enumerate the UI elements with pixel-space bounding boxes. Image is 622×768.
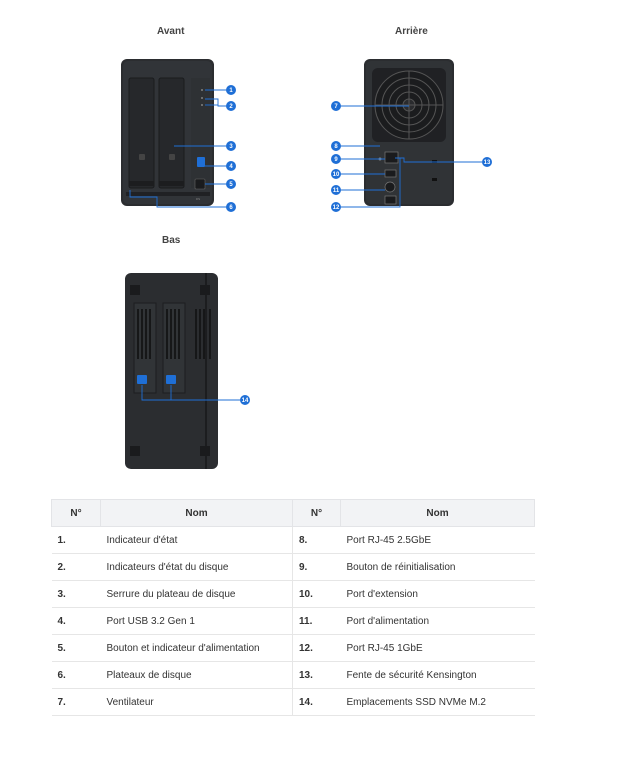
callout-11: 11 (331, 185, 341, 195)
item-name: Plateaux de disque (100, 661, 293, 689)
item-name: Bouton de réinitialisation (340, 553, 535, 581)
item-number: 3. (51, 580, 101, 608)
svg-text:1: 1 (229, 88, 233, 94)
svg-text:7: 7 (334, 104, 338, 110)
item-number: 1. (51, 526, 101, 554)
kensington-slot-icon (432, 160, 437, 163)
item-number: 14. (292, 688, 341, 716)
item-name: Port d'extension (340, 580, 535, 608)
svg-text:3: 3 (229, 144, 233, 150)
item-number: 2. (51, 553, 101, 581)
svg-text:10: 10 (333, 172, 340, 178)
front-view-diagram: DS 1 2 3 4 5 6 (121, 59, 236, 212)
svg-text:13: 13 (484, 160, 491, 166)
item-name: Indicateurs d'état du disque (100, 553, 293, 581)
fan-icon (372, 68, 446, 142)
usb-port-icon (197, 157, 205, 167)
svg-text:5: 5 (229, 182, 233, 188)
item-number: 9. (292, 553, 341, 581)
item-number: 5. (51, 634, 101, 662)
rj45-25g-port-icon (384, 151, 399, 164)
callout-4: 4 (226, 161, 236, 171)
drive-tray-2 (158, 77, 185, 189)
callout-7: 7 (331, 101, 341, 111)
callout-13: 13 (482, 157, 492, 167)
bottom-view-title: Bas (162, 235, 181, 246)
item-number: 11. (292, 607, 341, 635)
item-name: Port d'alimentation (340, 607, 535, 635)
callout-6: 6 (226, 202, 236, 212)
item-name: Port RJ-45 2.5GbE (340, 526, 535, 554)
svg-text:14: 14 (242, 398, 249, 404)
item-name: Port USB 3.2 Gen 1 (100, 607, 293, 635)
svg-text:4: 4 (229, 164, 233, 170)
item-number: 7. (51, 688, 101, 716)
rear-view-title: Arrière (395, 26, 428, 37)
header-name-1: Nom (100, 499, 293, 527)
svg-text:8: 8 (334, 144, 338, 150)
power-button-icon (194, 178, 206, 190)
tray-lock-1 (139, 154, 145, 160)
callout-3: 3 (226, 141, 236, 151)
svg-text:DS: DS (196, 197, 200, 201)
callout-1: 1 (226, 85, 236, 95)
callout-12: 12 (331, 202, 341, 212)
nvme-slot-latch-1 (137, 375, 147, 384)
callout-9: 9 (331, 154, 341, 164)
tray-lock-2 (169, 154, 175, 160)
item-number: 12. (292, 634, 341, 662)
svg-text:11: 11 (333, 188, 340, 194)
item-name: Bouton et indicateur d'alimentation (100, 634, 293, 662)
item-number: 10. (292, 580, 341, 608)
item-name: Ventilateur (100, 688, 293, 716)
callout-5: 5 (226, 179, 236, 189)
item-name: Emplacements SSD NVMe M.2 (340, 688, 535, 716)
callout-10: 10 (331, 169, 341, 179)
svg-text:2: 2 (229, 104, 233, 110)
header-number-1: N° (51, 499, 101, 527)
header-name-2: Nom (340, 499, 535, 527)
nvme-slot-latch-2 (166, 375, 176, 384)
rear-view-diagram: 7 8 9 10 11 12 13 (331, 59, 492, 212)
front-view-title: Avant (157, 26, 185, 37)
drive-tray-1 (128, 77, 155, 189)
item-number: 4. (51, 607, 101, 635)
rj45-1g-port-icon (384, 195, 397, 205)
expansion-port-icon (384, 169, 397, 178)
svg-text:9: 9 (334, 157, 338, 163)
svg-text:6: 6 (229, 205, 233, 211)
item-name: Indicateur d'état (100, 526, 293, 554)
item-name: Fente de sécurité Kensington (340, 661, 535, 689)
callout-2: 2 (226, 101, 236, 111)
callout-8: 8 (331, 141, 341, 151)
item-number: 6. (51, 661, 101, 689)
item-name: Port RJ-45 1GbE (340, 634, 535, 662)
item-number: 8. (292, 526, 341, 554)
header-number-2: N° (292, 499, 341, 527)
bottom-view-diagram: 14 (125, 273, 250, 469)
table-header-row: N° Nom N° Nom (51, 499, 535, 527)
callout-14: 14 (240, 395, 250, 405)
status-led-icon (201, 89, 203, 91)
foot-icon (130, 285, 140, 295)
svg-text:12: 12 (333, 205, 340, 211)
item-name: Serrure du plateau de disque (100, 580, 293, 608)
power-port-icon (384, 181, 396, 193)
item-number: 13. (292, 661, 341, 689)
